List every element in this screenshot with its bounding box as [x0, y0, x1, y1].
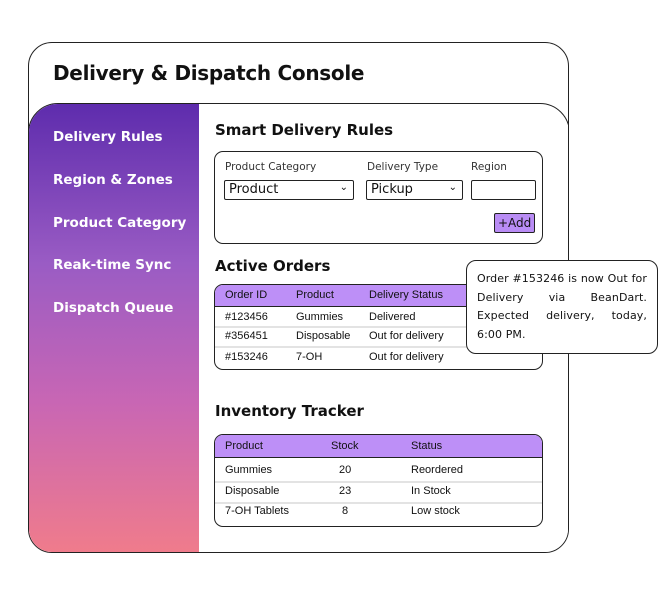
sidebar-item-region-zones[interactable]: Region & Zones [53, 172, 173, 188]
inventory-status: In Stock [411, 485, 451, 497]
region-input[interactable] [471, 180, 536, 200]
sidebar-item-product-category[interactable]: Product Category [53, 215, 187, 231]
chevron-down-icon: ⌄ [339, 182, 348, 193]
order-status: Delivered [369, 311, 416, 323]
delivery-type-value: Pickup [371, 182, 413, 197]
app-title: Delivery & Dispatch Console [53, 61, 365, 85]
column-header: Order ID [225, 289, 268, 301]
order-id: #153246 [225, 351, 268, 363]
delivery-type-select[interactable]: Pickup ⌄ [366, 180, 463, 200]
product-category-value: Product [229, 182, 279, 197]
inventory-stock: 23 [339, 485, 352, 497]
inventory-tracker-heading: Inventory Tracker [215, 402, 364, 420]
order-id: #123456 [225, 311, 268, 323]
product-category-select[interactable]: Product ⌄ [224, 180, 354, 200]
column-header: Delivery Status [369, 289, 443, 301]
column-header: Product [225, 440, 263, 452]
sidebar-item-delivery-rules[interactable]: Delivery Rules [53, 129, 163, 145]
inventory-product: Disposable [225, 485, 280, 497]
smart-delivery-rules-heading: Smart Delivery Rules [215, 121, 394, 139]
active-orders-heading: Active Orders [215, 257, 331, 275]
inventory-status: Low stock [411, 505, 460, 517]
delivery-notification-popup: Order #153246 is now Out for Delivery vi… [466, 260, 658, 354]
order-product: Disposable [296, 330, 351, 342]
inventory-stock: 8 [342, 505, 349, 517]
column-header: Product [296, 289, 334, 301]
row-divider [215, 481, 542, 483]
product-category-label: Product Category [225, 161, 317, 173]
inventory-status: Reordered [411, 464, 463, 476]
orders-table-header: Order ID Product Delivery Status [215, 285, 542, 307]
region-label: Region [471, 161, 507, 173]
inventory-table-header: Product Stock Status [215, 435, 542, 458]
inventory-product: Gummies [225, 464, 273, 476]
row-divider [215, 502, 542, 504]
row-divider [215, 326, 542, 328]
inventory-table: Product Stock Status Gummies 20 Reordere… [214, 434, 543, 527]
order-product: Gummies [296, 311, 344, 323]
column-header: Status [411, 440, 443, 452]
order-product: 7-OH [296, 351, 323, 363]
rules-form: Product Category Delivery Type Region Pr… [214, 151, 543, 244]
inventory-product: 7-OH Tablets [225, 505, 289, 517]
order-status: Out for delivery [369, 351, 444, 363]
add-rule-button[interactable]: +Add [494, 213, 536, 233]
order-id: #356451 [225, 330, 268, 342]
sidebar-item-dispatch-queue[interactable]: Dispatch Queue [53, 300, 174, 316]
sidebar-item-realtime-sync[interactable]: Reak-time Sync [53, 257, 172, 273]
inventory-stock: 20 [339, 464, 352, 476]
order-status: Out for delivery [369, 330, 444, 342]
column-header: Stock [331, 440, 359, 452]
row-divider [215, 346, 542, 348]
chevron-down-icon: ⌄ [448, 182, 457, 193]
sidebar: Delivery Rules Region & Zones Product Ca… [29, 104, 199, 552]
delivery-type-label: Delivery Type [367, 161, 439, 173]
